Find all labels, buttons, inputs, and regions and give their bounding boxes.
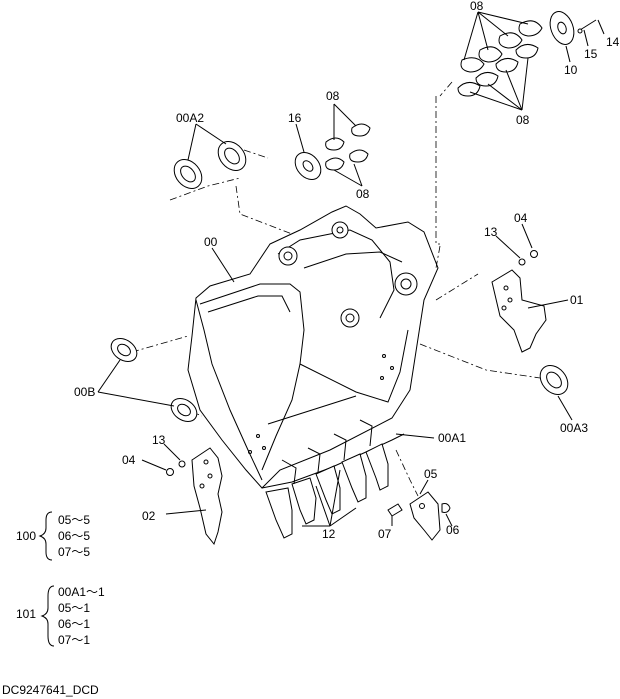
bolt-15	[577, 19, 597, 34]
label-13-right: 13	[484, 225, 498, 239]
legend-101-label: 101	[16, 607, 36, 621]
legend-101-item-3: 06～1	[58, 617, 90, 631]
label-07: 07	[378, 527, 392, 541]
bolt-04-right	[530, 250, 538, 258]
legend-101-item-4: 07～1	[58, 633, 90, 647]
legend-brace-100	[38, 511, 53, 561]
label-06: 06	[446, 523, 460, 537]
label-13-left: 13	[152, 433, 166, 447]
nut-13-left	[178, 460, 186, 468]
side-cutter-02	[191, 447, 223, 546]
label-16: 16	[288, 111, 302, 125]
label-15: 15	[584, 47, 598, 61]
lock-06	[441, 503, 451, 513]
legend-101-item-1: 00A1～1	[58, 585, 105, 599]
label-04-left: 04	[122, 453, 136, 467]
label-00A3: 00A3	[560, 421, 588, 435]
label-00B: 00B	[74, 385, 95, 399]
legend-100-item-3: 07～5	[58, 545, 90, 559]
boss-00A2	[173, 141, 247, 189]
boss-00A3	[539, 365, 569, 395]
label-12: 12	[322, 527, 336, 541]
bucket-teeth	[265, 419, 389, 539]
label-01: 01	[570, 293, 584, 307]
tooth-05	[409, 491, 441, 541]
bolt-04-left	[166, 468, 174, 476]
label-10: 10	[564, 63, 578, 77]
ring-set-middle	[325, 123, 371, 171]
label-14: 14	[606, 35, 620, 49]
label-00A2: 00A2	[176, 111, 204, 125]
washer-10	[549, 11, 575, 45]
legend-101-item-2: 05～1	[58, 601, 90, 615]
side-cutter-01	[491, 269, 547, 353]
pin-07	[387, 503, 403, 517]
label-02: 02	[142, 509, 156, 523]
legend-100-item-2: 06～5	[58, 529, 90, 543]
label-00: 00	[204, 235, 218, 249]
label-08-mid-b: 08	[356, 187, 370, 201]
boss-00B	[110, 338, 198, 422]
label-08-top-b: 08	[516, 113, 530, 127]
nut-13-right	[518, 258, 526, 266]
label-00A1: 00A1	[438, 431, 466, 445]
label-08-mid-a: 08	[326, 89, 340, 103]
ring-set-top	[457, 20, 543, 97]
bucket-body	[187, 205, 439, 489]
label-08-top-a: 08	[470, 0, 484, 13]
label-05: 05	[424, 467, 438, 481]
legend-100-item-1: 05～5	[58, 513, 90, 527]
legend-100-label: 100	[16, 529, 36, 543]
label-04-right: 04	[514, 211, 528, 225]
washer-16	[294, 152, 322, 180]
legend-brace-101	[40, 585, 55, 647]
drawing-code: DC9247641_DCD	[2, 683, 99, 697]
